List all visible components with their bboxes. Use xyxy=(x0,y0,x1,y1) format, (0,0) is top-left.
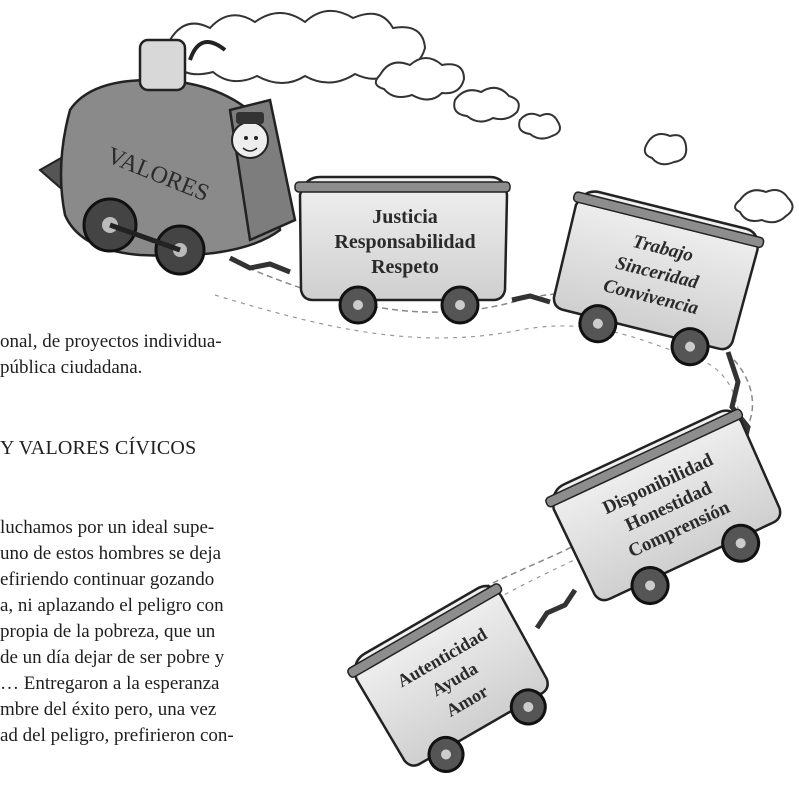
wagon-1-line-2: Responsabilidad xyxy=(334,231,475,253)
para1-line-2: pública ciudadana. xyxy=(0,357,143,378)
wagon-3: Disponibilidad Honestidad Comprensión xyxy=(545,408,782,606)
track-line-2 xyxy=(214,294,740,651)
wagon-4: Autenticidad Ayuda Amor xyxy=(347,583,549,773)
para2-line-6: de un día dejar de ser pobre y xyxy=(0,647,225,668)
para1-line-1: onal, de proyectos individua- xyxy=(0,331,222,352)
para2-line-8: mbre del éxito pero, una vez xyxy=(0,699,217,720)
para2-line-4: a, ni aplazando el peligro con xyxy=(0,595,224,616)
section-heading: Y VALORES CÍVICOS xyxy=(0,437,197,459)
para2-line-7: … Entregaron a la esperanza xyxy=(0,673,220,694)
locomotive: VALORES xyxy=(38,38,297,276)
para2-line-2: uno de estos hombres se deja xyxy=(0,543,222,564)
smoke-clouds xyxy=(161,10,794,224)
para2-line-3: efiriendo continuar gozando xyxy=(0,569,215,590)
wagon-1-line-1: Justicia xyxy=(372,206,438,228)
wagon-1-line-3: Respeto xyxy=(371,256,439,278)
wagon-2: Trabajo Sinceridad Convivencia xyxy=(552,190,765,367)
para2-line-9: ad del peligro, prefirieron con- xyxy=(0,725,234,746)
para2-line-1: luchamos por un ideal supe- xyxy=(0,517,215,538)
para2-line-5: propia de la pobreza, que un xyxy=(0,621,216,642)
wagon-1: Justicia Responsabilidad Respeto xyxy=(294,175,511,325)
